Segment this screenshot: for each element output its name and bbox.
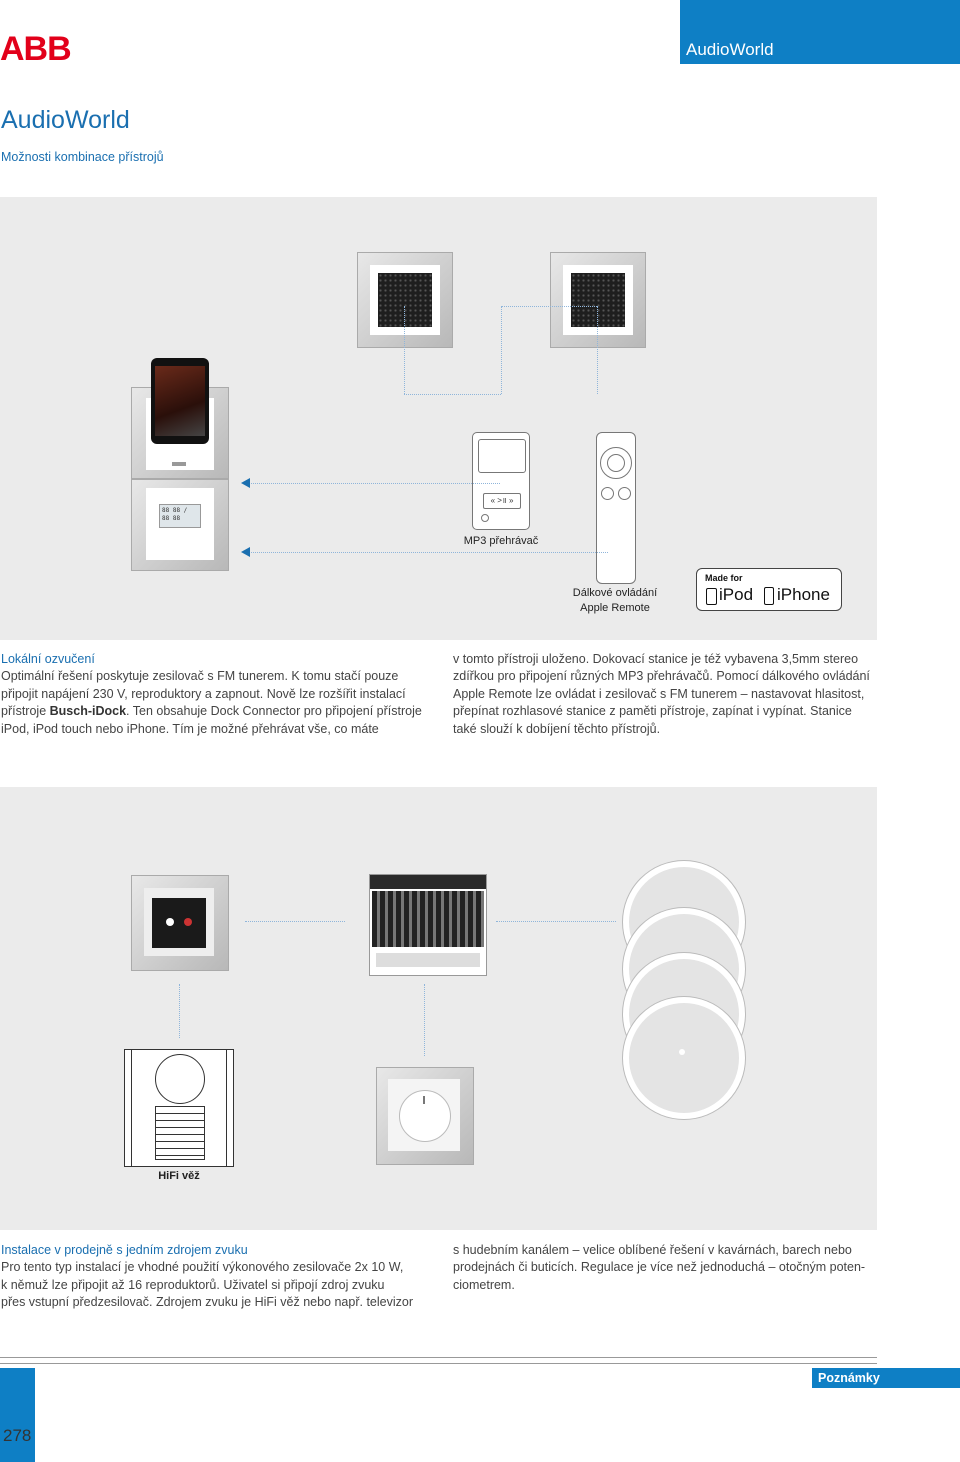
connector-line [245,921,345,922]
connector-line [597,306,598,394]
fm-radio-tuner: 88 88 / 88 88 [131,479,229,571]
text-line: s hudebním kanálem – velice oblíbené řeš… [453,1243,852,1257]
page-bar [0,1368,35,1462]
abb-logo: ABB [0,30,72,68]
connector-line [501,306,597,307]
mfi-iphone: iPhone [777,585,830,604]
mp3-player: « >॥ » [472,432,530,530]
text-line: ciometrem. [453,1277,515,1292]
text-line: Optimální řešení poskytuje zesilovač s F… [1,669,399,684]
audio-input-socket [131,875,229,971]
page-title: AudioWorld [1,106,130,134]
page-number: 278 [3,1426,32,1445]
notes-rule [0,1357,877,1358]
text-line: přístroje Busch-iDock. Ten obsahuje Dock… [1,703,441,720]
text-line: Pro tento typ instalací je vhodné použit… [1,1260,404,1275]
page-subtitle: Možnosti kombinace přístrojů [1,150,164,164]
iphone-icon [764,587,774,605]
volume-potentiometer [376,1067,474,1165]
ipod-icon [706,588,717,605]
connector-line [501,306,502,394]
text-line: přepínat rozhlasové stanice z paměti pří… [453,704,852,719]
text-span: přístroje [1,704,50,719]
section1-col2: v tomto přístroji uloženo. Dokovací stan… [453,651,883,738]
text-line: Apple Remote lze ovládat i zesilovač s F… [453,686,865,701]
remote-label-2: Apple Remote [580,602,650,614]
text-span: . Ten obsahuje Dock Connector pro připoj… [126,704,422,719]
power-amplifier [369,874,487,976]
text-line: iPod, iPod touch nebo iPhone. Tím je mož… [1,721,379,736]
mfi-made-for: Made for [705,573,743,583]
remote-label-1: Dálkové ovládání [572,587,658,599]
iphone-in-dock [151,358,209,444]
text-line: v tomto přístroji uloženo. Dokovací stan… [453,652,859,666]
connector-line [248,552,608,553]
text-line: prodejnách či buticích. Regulace je více… [453,1260,866,1275]
connector-line [404,394,501,395]
connector-line [248,483,500,484]
text-line: přes vstupní předzesilovač. Zdrojem zvuk… [1,1295,413,1310]
ceiling-speaker-round-4 [623,997,745,1119]
apple-remote [596,432,636,584]
busch-idock-term: Busch-iDock [49,704,127,719]
ceiling-speaker-2 [550,252,646,348]
text-line: k němuž lze připojit až 16 reproduktorů.… [1,1277,385,1292]
notes-rule [0,1363,877,1364]
hifi-label: HiFi věž [158,1170,200,1182]
connector-line [424,984,425,1056]
arrow-left-icon [241,478,250,488]
section-tab-label: AudioWorld [686,40,774,59]
section2-col2: s hudebním kanálem – velice oblíbené řeš… [453,1242,883,1294]
section1-heading: Lokální ozvučení [1,652,95,666]
section1-col1: Lokální ozvučení Optimální řešení poskyt… [1,651,441,738]
hifi-tower [124,1049,234,1167]
notes-label: Poznámky [812,1368,960,1388]
section2-heading: Instalace v prodejně s jedním zdrojem zv… [1,1243,248,1257]
text-line: také slouží k dobíjení těchto přístrojů. [453,721,661,736]
text-line: připojit napájení 230 V, reproduktory a … [1,686,406,701]
mfi-ipod: iPod [719,585,754,604]
connector-line [404,306,405,394]
text-line: zdířkou pro připojení různých MP3 přehrá… [453,669,870,684]
made-for-ipod-iphone-badge: Made for iPod iPhone [696,568,842,611]
section-tab: AudioWorld [680,0,960,64]
mp3-controls: « >॥ » [483,493,521,509]
mp3-label: MP3 přehrávač [463,535,539,547]
ceiling-speaker-1 [357,252,453,348]
figure-shop-install: HiFi věž [0,787,877,1230]
arrow-left-icon [241,547,250,557]
section2-col1: Instalace v prodejně s jedním zdrojem zv… [1,1242,441,1312]
figure-local-audio: 88 88 / 88 88 « >॥ » MP3 přehrávač Dálko… [0,197,877,640]
connector-line [179,984,180,1038]
speaker-center-dot [679,1049,685,1055]
connector-line [496,921,616,922]
idock-label [172,462,186,466]
